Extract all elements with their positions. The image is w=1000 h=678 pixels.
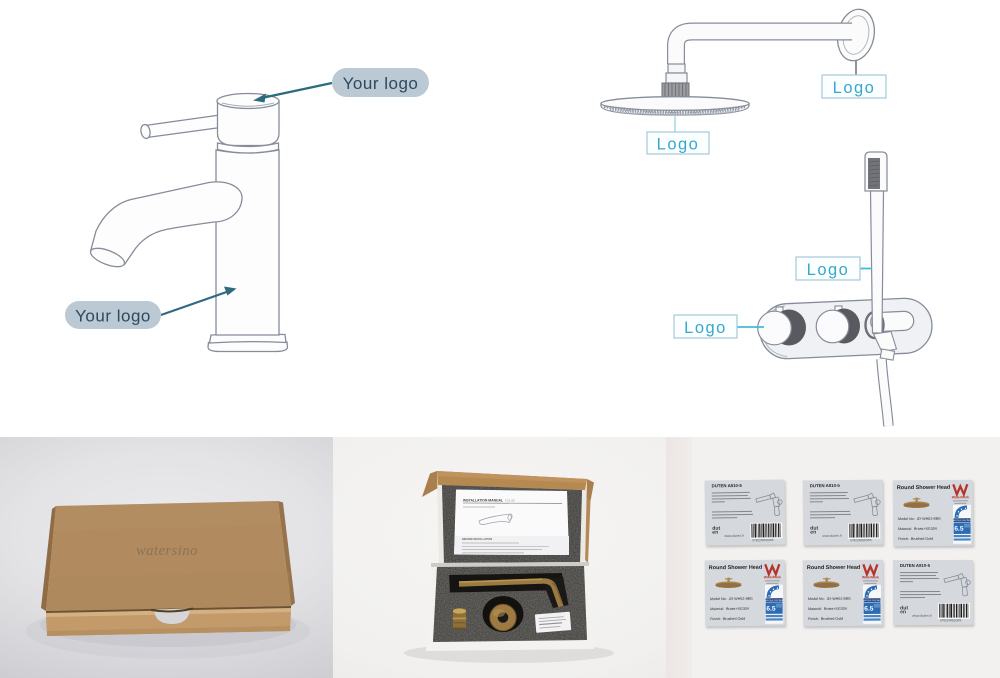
svg-text:WATER RATING: WATER RATING [953,519,971,522]
svg-text:Logo: Logo [684,319,727,337]
svg-text:Your logo: Your logo [343,74,419,93]
svg-text:WaterMark: WaterMark [862,575,879,579]
svg-text:WATER RATING: WATER RATING [863,599,881,602]
svg-text:6.5: 6.5 [766,606,776,613]
svg-text:WaterMark: WaterMark [952,495,969,499]
svg-text:6.5: 6.5 [954,526,964,533]
svg-text:6.5: 6.5 [864,606,874,613]
svg-text:watersino: watersino [136,543,198,559]
svg-text:INSTALLATION MANUAL: INSTALLATION MANUAL [463,499,503,503]
svg-text:Logo: Logo [833,79,876,97]
svg-text:FG1128: FG1128 [505,499,515,503]
svg-text:BEFORE INSTALLATION: BEFORE INSTALLATION [462,537,492,541]
svg-text:WaterMark: WaterMark [764,575,781,579]
svg-text:Your logo: Your logo [75,307,151,326]
svg-text:WATER RATING: WATER RATING [765,599,783,602]
svg-text:Logo: Logo [657,136,700,154]
svg-text:Logo: Logo [807,261,850,279]
